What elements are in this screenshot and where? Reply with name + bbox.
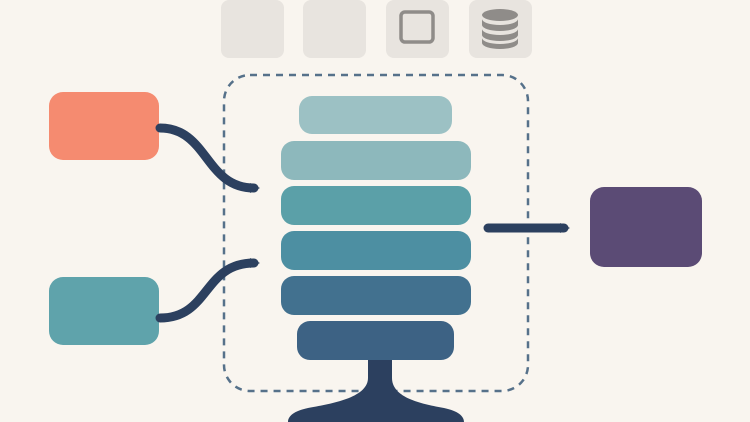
input-node-bottom[interactable] xyxy=(49,277,159,345)
layer-3[interactable] xyxy=(281,186,471,225)
toolbar xyxy=(221,0,532,58)
output-node[interactable] xyxy=(590,187,702,267)
stack-stand xyxy=(288,360,464,422)
input-node-top[interactable] xyxy=(49,92,159,160)
toolbar-tile-3[interactable] xyxy=(386,0,449,58)
layer-2[interactable] xyxy=(281,141,471,180)
layer-1[interactable] xyxy=(299,96,452,134)
layer-6[interactable] xyxy=(297,321,454,360)
layer-5[interactable] xyxy=(281,276,471,315)
square-icon xyxy=(399,10,435,44)
arrow-input-bottom-to-stack xyxy=(155,258,260,323)
layer-stack xyxy=(281,96,471,360)
database-icon xyxy=(482,9,518,49)
layer-4[interactable] xyxy=(281,231,471,270)
toolbar-tile-1[interactable] xyxy=(221,0,284,58)
arrow-input-top-to-stack xyxy=(155,123,260,193)
toolbar-tile-2[interactable] xyxy=(303,0,366,58)
